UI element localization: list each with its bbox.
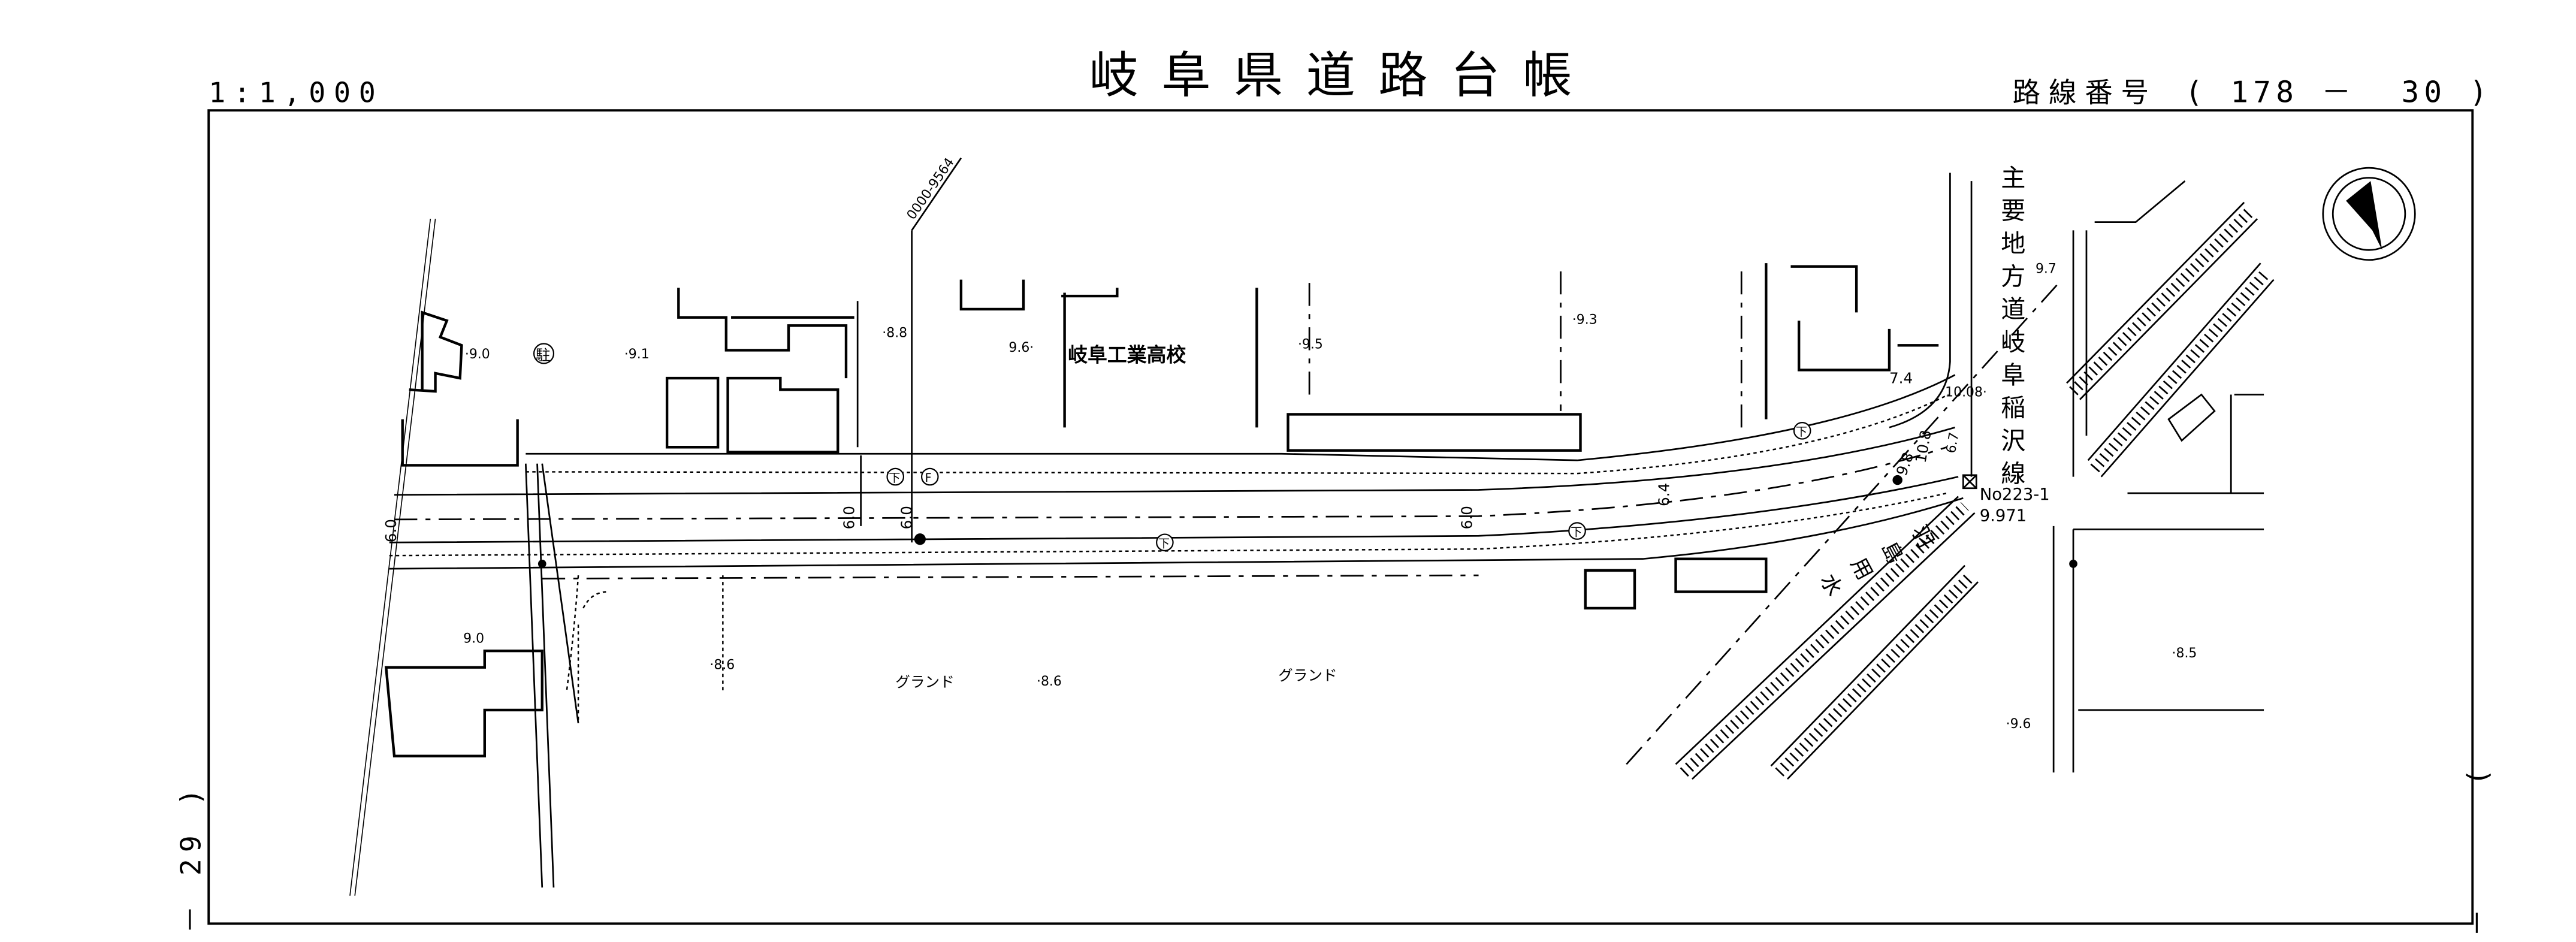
road-width-label: 6.0 [382,519,400,542]
marker-symbol: F [925,471,932,485]
right-sheet-ref-open: ( [2462,769,2494,786]
elevation-label: ·8.5 [2172,646,2197,661]
road-width-label: 6.4 [1656,483,1673,506]
utility-markers: 下 F 下 下 下 [886,422,1811,552]
canal-name: 羽島用水 [1804,518,1938,605]
route-number: ( 178 － 30 ) [2185,74,2492,109]
road-width-label: 6.0 [898,506,916,529]
ground-label: グランド [1278,667,1337,684]
elevation-label: 9.7 [2036,262,2056,277]
station-elevation: 9.971 [1980,507,2027,526]
elevation-label: ·9.0 [465,347,490,362]
elevation-label: 7.4 [1889,369,1913,387]
station-number: No223-1 [1980,485,2050,504]
road-width-label: 6.0 [841,506,858,529]
road-width-label: 6.0 [1458,506,1476,529]
scale-label: 1:1,000 [209,76,383,108]
benchmark-code: 0000-9564 [904,155,958,222]
left-sheet-ref: － 29 ) [174,782,207,934]
elevation-label: 10.08· [1945,385,1987,400]
elevation-label: ·9.3 [1572,313,1597,328]
elevation-label: ·9.5 [1298,337,1323,352]
ground-label: グランド [895,674,955,691]
parking-symbol: 駐 [536,346,551,364]
road-width-label: 10.8 [1912,429,1935,464]
school-name: 岐阜工業高校 [1068,343,1186,367]
elevation-label: 9.6· [1008,340,1034,355]
marker-symbol: 下 [1158,536,1170,550]
elevation-label: ·9.6 [2006,717,2031,732]
map-linework [349,157,2275,896]
route-number-label: 路線番号 [2013,76,2157,108]
elevation-label: 9.0 [463,632,484,647]
map-frame [207,109,2474,925]
road-width-label: 6.7 [1944,431,1962,455]
marker-symbol: 下 [889,471,900,485]
north-arrow-icon [2322,167,2416,261]
elevation-label: ·8.6 [1037,674,1062,689]
elevation-label: ·8.6 [709,657,735,672]
marker-symbol: 下 [1571,525,1582,539]
elevation-label: ·8.8 [882,326,907,341]
right-sheet-ref-dash: － [2462,909,2494,937]
road-name-vertical: 主要地方道岐阜稲沢線 [1997,165,2025,493]
elevation-label: ·9.1 [624,347,650,362]
marker-symbol: 下 [1796,425,1807,439]
sheet-title: 岐阜県道路台帳 [1089,47,1595,104]
